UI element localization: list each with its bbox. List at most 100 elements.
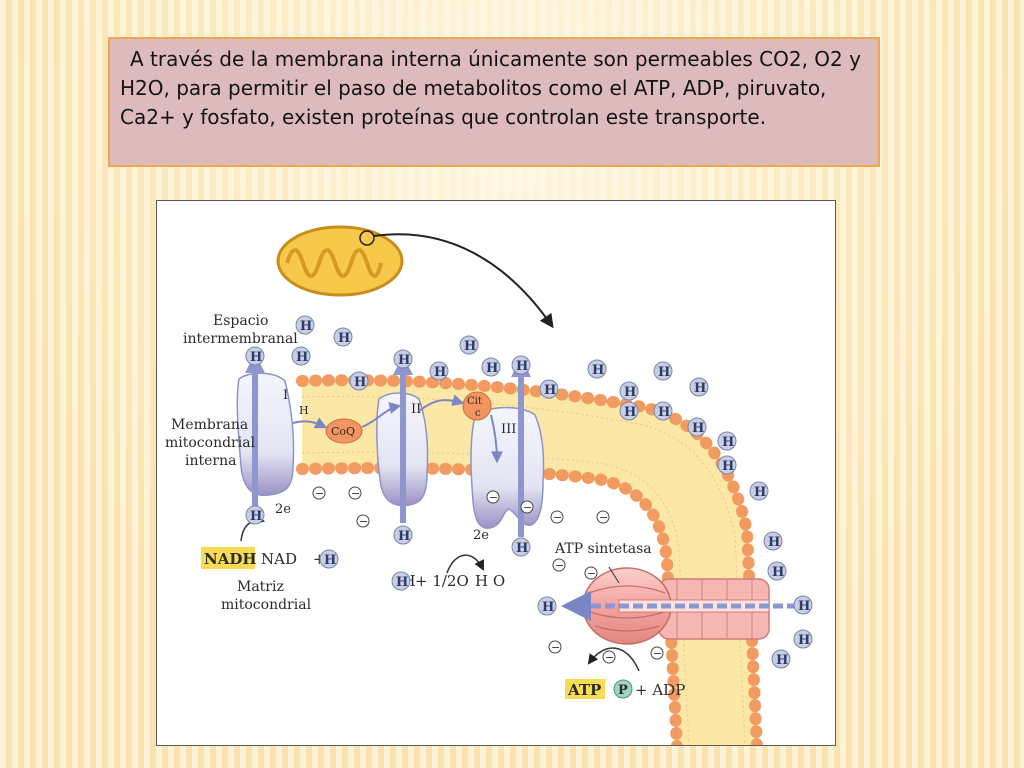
h-ion: H <box>653 401 673 421</box>
h-ion-label: H <box>300 319 312 334</box>
membrana-label-2: mitocondrial <box>165 435 256 451</box>
minus-sign: − <box>523 501 532 514</box>
h-ion-label: H <box>486 361 498 376</box>
h-ion-label: H <box>768 535 780 550</box>
h-ion: H <box>459 335 479 355</box>
mitochondrion-icon <box>276 225 404 297</box>
electron-flow-arrow-4 <box>490 414 503 464</box>
negative-charge: − <box>602 650 616 664</box>
h-ion-label: H <box>296 350 308 365</box>
h-ion-label: H <box>516 541 528 556</box>
atp-synthase-pointer <box>608 566 620 584</box>
water-reaction-arrow <box>446 554 484 574</box>
p-label: P <box>618 683 628 698</box>
h-ion-label: H <box>798 633 810 648</box>
h-ion: H <box>295 315 315 335</box>
h-ion-label: H <box>772 565 784 580</box>
atp-sintetasa-label: ATP sintetasa <box>554 541 652 557</box>
negative-charge: − <box>552 558 566 572</box>
h-ion: H <box>767 561 787 581</box>
minus-sign: − <box>551 641 560 654</box>
minus-sign: − <box>315 487 324 500</box>
two-e-label-1: 2e <box>275 502 291 517</box>
negative-charge: − <box>548 640 562 654</box>
h-ion-label: H <box>544 383 556 398</box>
h-ion-label: H <box>694 381 706 396</box>
negative-charge: − <box>550 510 564 524</box>
nad-label: NAD <box>261 550 297 568</box>
h-ion: H <box>717 455 737 475</box>
minus-sign: − <box>653 647 662 660</box>
h-ion-label: H <box>250 509 262 524</box>
zoom-arrow <box>373 233 554 329</box>
h-ion: H <box>511 537 531 557</box>
h-ion-label: H <box>592 363 604 378</box>
negative-charge: − <box>312 486 326 500</box>
h-ion-label: H <box>396 575 408 590</box>
half-o2-label: + 1/2O <box>415 572 469 590</box>
diagram-figure: I II III CoQ Cit c H <box>156 200 836 746</box>
h-ion: H <box>481 357 501 377</box>
h-ion-label: H <box>658 365 670 380</box>
minus-sign: − <box>351 487 360 500</box>
h-ion: H <box>749 481 769 501</box>
h-ion: H <box>771 649 791 669</box>
negative-charge: − <box>356 514 370 528</box>
h-ion-label: H <box>464 339 476 354</box>
h-ion-label: H <box>624 385 636 400</box>
h-ion-label: H <box>722 459 734 474</box>
coq-label: CoQ <box>331 425 355 438</box>
minus-sign: − <box>605 651 614 664</box>
h-ion: H <box>393 349 413 369</box>
slide-text: A través de la membrana interna únicamen… <box>120 47 861 129</box>
h-small-label: H <box>299 404 309 417</box>
espacio-label-2: intermembranal <box>183 331 298 347</box>
atp-label: ATP <box>567 681 601 699</box>
h-ion: H <box>319 549 339 569</box>
h-ion: H <box>793 595 813 615</box>
h-ion: H <box>511 355 531 375</box>
membrana-label-1: Membrana <box>171 417 248 433</box>
two-e-label-2: 2e <box>473 528 489 543</box>
atp-highlight <box>565 679 605 699</box>
cytochrome-c: Cit c <box>462 391 492 421</box>
h-ion: H <box>291 346 311 366</box>
h-ion: H <box>391 571 411 591</box>
h-ion-label: H <box>692 421 704 436</box>
h-ion-label: H <box>434 365 446 380</box>
h-ion-label: H <box>722 435 734 450</box>
plus-adp-label: + ADP <box>635 681 685 699</box>
h-ion-label: H <box>624 405 636 420</box>
h-ion-label: H <box>354 375 366 390</box>
negative-charge: − <box>520 500 534 514</box>
h-ion-label: H <box>338 331 350 346</box>
phosphate-circle <box>613 679 633 699</box>
h-ion-label: H <box>250 350 262 365</box>
h-ion-label: H <box>798 599 810 614</box>
h-ion: H <box>393 525 413 545</box>
h-ion: H <box>539 379 559 399</box>
water-label: H O <box>475 572 505 590</box>
espacio-label-1: Espacio <box>213 313 268 329</box>
h-ion-label: H <box>398 529 410 544</box>
complex-i-label: I <box>283 388 288 403</box>
electron-flow-arrow-3 <box>418 394 465 412</box>
cit-label-1: Cit <box>467 396 482 407</box>
minus-sign: − <box>553 511 562 524</box>
h-ion-label: H <box>516 359 528 374</box>
h-ion: H <box>687 417 707 437</box>
minus-sign: − <box>599 511 608 524</box>
membrana-label-3: interna <box>185 453 236 469</box>
h-ion: H <box>689 377 709 397</box>
h-ion: H <box>245 346 265 366</box>
electron-flow-arrow-1 <box>292 417 328 429</box>
diagram-svg: I II III CoQ Cit c H <box>165 225 813 745</box>
cit-label-2: c <box>475 408 481 419</box>
nadh-label: NADH <box>204 550 257 568</box>
minus-sign: − <box>489 491 498 504</box>
h-ion: H <box>349 371 369 391</box>
h-ion-label: H <box>754 485 766 500</box>
h-ion: H <box>429 361 449 381</box>
matriz-label-2: mitocondrial <box>221 597 312 613</box>
